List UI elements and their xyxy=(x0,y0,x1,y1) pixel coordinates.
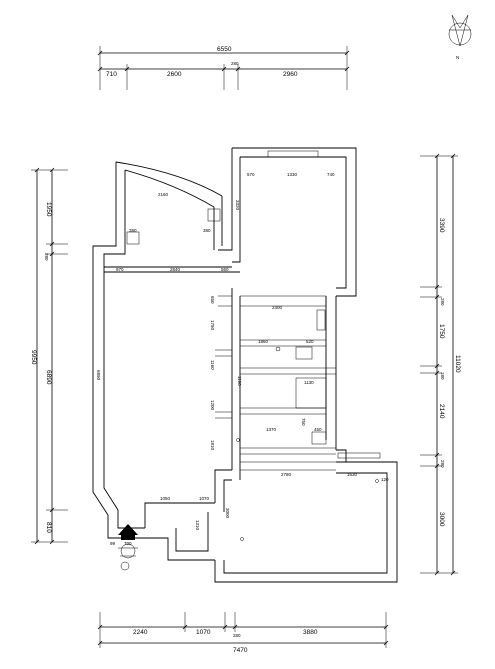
dim-top-room-c: 740 xyxy=(327,172,335,177)
left-dim-overall: 9950 xyxy=(30,350,37,365)
right-dim-g: 3000 xyxy=(438,512,445,527)
dim-k2: 1130 xyxy=(304,380,314,385)
dim-mid-v4: 1200 xyxy=(210,400,215,411)
right-dim-b: 280 xyxy=(440,298,445,306)
right-dim-a: 3390 xyxy=(438,218,445,233)
dim-room-right-v: 3320 xyxy=(235,200,240,211)
right-dim-overall: 11020 xyxy=(454,355,461,373)
right-dim-f: 280 xyxy=(440,460,445,468)
top-dim-a: 710 xyxy=(106,71,117,78)
bottom-dim-b: 1070 xyxy=(196,629,211,636)
bottom-dim-a: 2240 xyxy=(133,629,148,636)
dim-mid-v6: 1160 xyxy=(237,376,242,386)
top-dim-c: 280 xyxy=(231,61,239,66)
left-dim-b: 280 xyxy=(44,253,49,261)
dim-top-room-a: 570 xyxy=(247,172,255,177)
dim-mid-c: 520 xyxy=(306,339,314,344)
interior-dimensions: 570 1330 740 2160 380 380 3320 970 2840 … xyxy=(96,172,389,546)
interior-partitions xyxy=(104,150,381,571)
dim-small-a: 380 xyxy=(129,228,137,233)
dim-mid-v5: 1810 xyxy=(210,440,215,451)
dim-bot-d: 700 xyxy=(124,541,132,546)
dim-low-a: 2780 xyxy=(281,472,292,477)
dim-mid-a: 2400 xyxy=(272,305,283,310)
top-dimensions: 6550 710 2600 280 2960 xyxy=(97,46,350,90)
bottom-dim-c: 280 xyxy=(233,633,241,638)
dim-mid-v1: 650 xyxy=(210,296,215,304)
dim-low-c: 120 xyxy=(381,477,389,482)
right-dim-c: 1750 xyxy=(438,324,445,339)
right-dim-e: 2140 xyxy=(438,404,445,419)
left-dim-d: 810 xyxy=(45,522,52,533)
dim-entry: 99 xyxy=(110,541,116,546)
dim-top-room-b: 1330 xyxy=(287,172,298,177)
dim-k3: 450 xyxy=(314,427,322,432)
dim-row-c: 560 xyxy=(221,267,229,272)
dim-arc: 2160 xyxy=(158,192,169,197)
dim-k4: 750 xyxy=(301,418,306,426)
dim-mid-v2: 1750 xyxy=(210,320,215,331)
north-label: N xyxy=(456,55,459,60)
top-dim-d: 2960 xyxy=(283,71,298,78)
dim-mid-b: 1860 xyxy=(258,339,269,344)
dim-small-b: 380 xyxy=(203,228,211,233)
right-dimensions: 3390 280 1750 180 2140 280 3000 11020 xyxy=(420,153,461,576)
bottom-dim-d: 3880 xyxy=(303,629,318,636)
dim-bot-c: 1310 xyxy=(195,520,200,531)
bottom-dim-overall: 7470 xyxy=(233,647,248,654)
top-dim-b: 2600 xyxy=(167,71,182,78)
top-dim-overall: 6550 xyxy=(217,46,232,53)
left-dim-a: 1950 xyxy=(45,202,52,217)
dim-k1: 1370 xyxy=(266,427,277,432)
dim-bot-a: 1050 xyxy=(160,496,171,501)
exterior-walls xyxy=(92,147,398,583)
dim-row-b: 2840 xyxy=(170,267,181,272)
dim-mid-v3: 1160 xyxy=(210,360,215,370)
left-dim-c: 6890 xyxy=(45,370,52,385)
dim-row-a: 970 xyxy=(116,267,124,272)
north-arrow-icon: N xyxy=(448,14,472,60)
dim-low-b: 1630 xyxy=(347,472,358,477)
right-dim-d: 180 xyxy=(440,372,445,380)
dim-hall-v: 6890 xyxy=(96,370,101,381)
dim-entry-b: 3000 xyxy=(225,508,230,519)
dim-bot-b: 1070 xyxy=(199,496,210,501)
bottom-dimensions: 2240 1070 280 3880 7470 xyxy=(97,612,389,654)
left-dimensions: 9950 1950 280 6890 810 xyxy=(30,167,68,545)
